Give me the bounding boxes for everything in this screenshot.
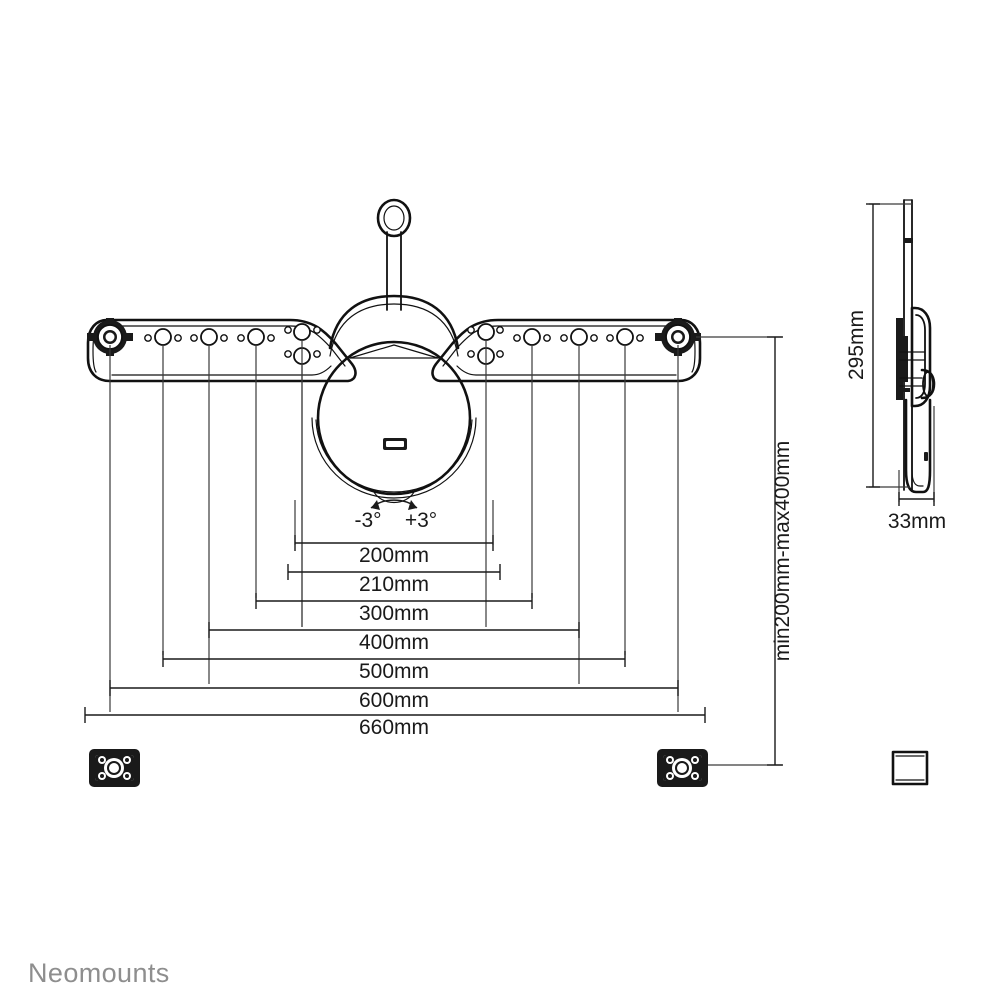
width-dimension-300: 300mm [255,593,533,625]
dimension-label-200mm: 200mm [359,544,429,567]
accessory-spacer-left [89,749,140,787]
dimension-label-600mm: 600mm [359,689,429,712]
tilt-negative-label: -3° [354,509,381,532]
rail-hole-cluster-right-3 [560,328,598,346]
rail-hole-cluster-left-4 [284,323,321,365]
dimension-label-295mm: 295mm [845,310,868,380]
dimension-label-300mm: 300mm [359,602,429,625]
brand-logo-text: Neomounts [28,958,170,988]
bolt-hole-right [655,318,701,356]
side-mount-body [896,306,936,408]
rail-hole-cluster-left-2 [190,328,228,346]
accessory-square-washer [891,750,929,786]
center-hub [328,294,460,357]
width-dimension-400: 400mm [208,622,580,654]
dimension-label-210mm: 210mm [359,573,429,596]
width-extension-lines [109,340,679,712]
side-lower-shroud [904,398,932,494]
width-dimension-210: 210mm [287,564,501,596]
width-dimension-600: 600mm [109,680,679,712]
width-dimension-660: 660mm [84,707,706,739]
side-depth-dimension: 33mm [888,406,946,533]
width-dimension-200: 200mm [294,535,494,567]
height-range-dimension: min200mm-max400mm [696,336,794,766]
rail-hole-cluster-right-4 [606,328,644,346]
width-dimension-500: 500mm [162,651,626,683]
dimension-label-400mm: 400mm [359,631,429,654]
dimension-label-height-range: min200mm-max400mm [771,441,794,662]
accessory-spacer-right [657,749,708,787]
dimension-label-33mm: 33mm [888,510,946,533]
tilt-plate [311,340,477,504]
bolt-hole-left [87,318,133,356]
front-view-assembly [86,198,702,504]
side-view-assembly: 295mm 33mm [845,199,946,533]
tilt-angle-indicator: -3° +3° [354,499,437,532]
side-height-dimension: 295mm [845,203,912,488]
dimension-label-660mm: 660mm [359,716,429,739]
tilt-positive-label: +3° [405,509,437,532]
rail-hole-cluster-right-2 [513,328,551,346]
dimension-label-500mm: 500mm [359,660,429,683]
